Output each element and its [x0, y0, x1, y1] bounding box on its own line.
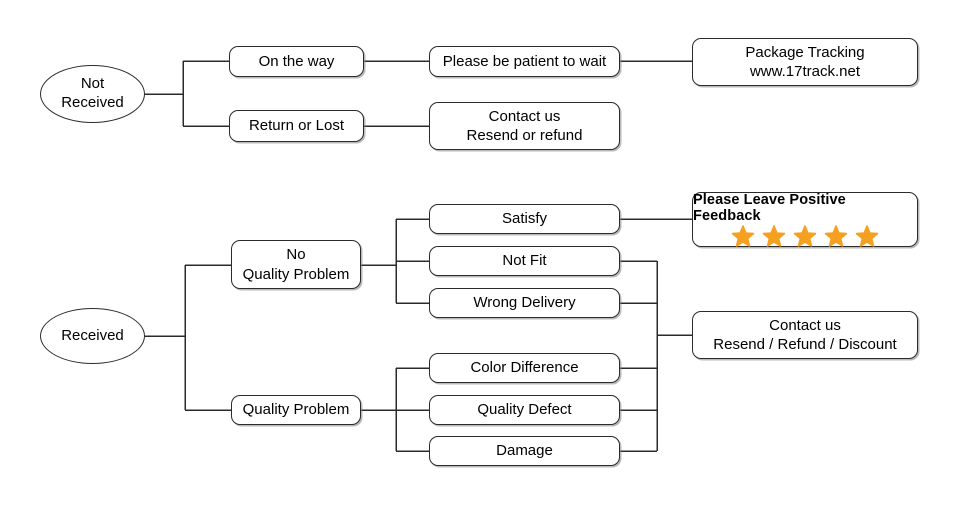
terminator-not-received[interactable]: Not Received — [40, 65, 145, 123]
node-no-quality-problem-line1: No — [286, 246, 306, 264]
terminator-received[interactable]: Received — [40, 308, 145, 364]
node-color-difference-label: Color Difference — [470, 359, 579, 377]
star-rating[interactable] — [731, 225, 879, 249]
terminator-not-received-line2: Received — [61, 94, 124, 111]
node-package-tracking-link[interactable]: www.17track.net — [749, 63, 861, 80]
star-icon[interactable] — [855, 225, 879, 249]
node-package-tracking[interactable]: Package Tracking www.17track.net — [692, 38, 918, 86]
node-damage[interactable]: Damage — [429, 436, 620, 466]
terminator-not-received-line1: Not — [80, 75, 105, 93]
node-on-the-way-label: On the way — [258, 52, 335, 70]
node-quality-problem-label: Quality Problem — [242, 401, 350, 419]
node-not-fit-label: Not Fit — [502, 252, 547, 270]
node-not-fit[interactable]: Not Fit — [429, 246, 620, 276]
node-contact-us-resend-or-refund-line1: Contact us — [488, 107, 561, 125]
star-icon[interactable] — [793, 225, 817, 249]
node-no-quality-problem[interactable]: No Quality Problem — [231, 240, 361, 289]
node-leave-positive-feedback[interactable]: Please Leave Positive Feedback — [692, 192, 918, 247]
node-satisfy-label: Satisfy — [501, 210, 547, 228]
node-color-difference[interactable]: Color Difference — [429, 353, 620, 383]
node-contact-us-resend-or-refund-line2: Resend or refund — [466, 127, 583, 144]
node-quality-problem[interactable]: Quality Problem — [231, 395, 361, 425]
node-package-tracking-line1: Package Tracking — [745, 43, 865, 61]
node-contact-us-resolution[interactable]: Contact us Resend / Refund / Discount — [692, 311, 918, 359]
node-return-or-lost[interactable]: Return or Lost — [229, 110, 364, 142]
node-contact-us-resend-or-refund[interactable]: Contact us Resend or refund — [429, 102, 620, 150]
node-no-quality-problem-line2: Quality Problem — [242, 265, 350, 283]
node-quality-defect[interactable]: Quality Defect — [429, 395, 620, 425]
node-contact-us-resolution-line1: Contact us — [769, 316, 841, 334]
star-icon[interactable] — [824, 225, 848, 249]
terminator-received-label: Received — [61, 326, 124, 344]
node-please-be-patient-label: Please be patient to wait — [442, 52, 607, 70]
node-satisfy[interactable]: Satisfy — [429, 204, 620, 234]
star-icon[interactable] — [731, 225, 755, 249]
node-quality-defect-label: Quality Defect — [477, 401, 572, 419]
node-contact-us-resolution-line2: Resend / Refund / Discount — [713, 336, 897, 353]
node-return-or-lost-label: Return or Lost — [248, 117, 345, 135]
node-wrong-delivery-label: Wrong Delivery — [473, 294, 576, 312]
node-wrong-delivery[interactable]: Wrong Delivery — [429, 288, 620, 318]
star-icon[interactable] — [762, 225, 786, 249]
node-on-the-way[interactable]: On the way — [229, 46, 364, 77]
node-damage-label: Damage — [496, 442, 553, 460]
feedback-prompt-text: Please Leave Positive Feedback — [693, 192, 846, 224]
node-please-be-patient[interactable]: Please be patient to wait — [429, 46, 620, 77]
